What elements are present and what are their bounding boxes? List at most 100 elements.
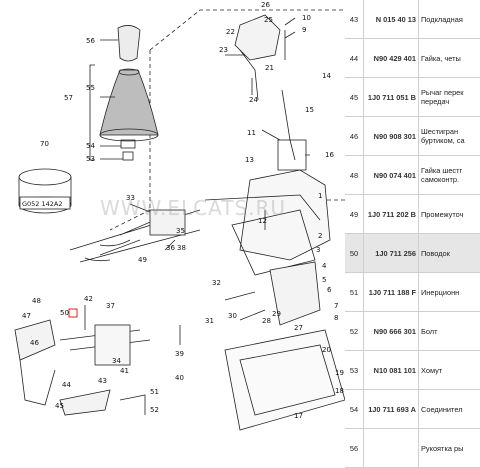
callout-47: 47 xyxy=(22,312,31,320)
callout-53: 53 xyxy=(86,155,95,163)
callout-14: 14 xyxy=(322,72,331,80)
part-number[interactable]: 1J0 711 051 B xyxy=(364,78,419,117)
callout-13: 13 xyxy=(245,156,254,164)
callout-56: 56 xyxy=(86,37,95,45)
callout-35: 35 xyxy=(176,227,185,235)
callout-44: 44 xyxy=(62,381,71,389)
part-description: Рукоятка ры xyxy=(419,429,480,468)
part-position: 52 xyxy=(345,312,364,351)
callout-27: 27 xyxy=(294,324,303,332)
callout-31: 31 xyxy=(205,317,214,325)
callout-24: 24 xyxy=(249,96,258,104)
callout-15: 15 xyxy=(305,106,314,114)
part-position: 49 xyxy=(345,195,364,234)
part-number[interactable]: N90 666 301 xyxy=(364,312,419,351)
part-number[interactable]: N 015 40 13 xyxy=(364,0,419,39)
part-description: Подкладная xyxy=(419,0,480,39)
part-position: 54 xyxy=(345,390,364,429)
code-box-label: G052 142A2 xyxy=(22,200,63,208)
callout-48: 48 xyxy=(32,297,41,305)
part-number[interactable]: 1J0 711 256 xyxy=(364,234,419,273)
callout-18: 18 xyxy=(335,387,344,395)
callout-17: 17 xyxy=(294,412,303,420)
callout-10: 10 xyxy=(302,14,311,22)
part-number[interactable]: N90 429 401 xyxy=(364,39,419,78)
callout-32: 32 xyxy=(212,279,221,287)
callout-11: 11 xyxy=(247,129,256,137)
part-position: 50 xyxy=(345,234,364,273)
watermark: WWW.ELCATS.RU xyxy=(100,196,286,220)
part-number[interactable]: 1J0 711 693 A xyxy=(364,390,419,429)
gear-knob xyxy=(118,25,140,61)
callout-42: 42 xyxy=(84,295,93,303)
callout-34: 34 xyxy=(112,357,121,365)
part-number[interactable]: N90 074 401 xyxy=(364,156,419,195)
shift-rod xyxy=(282,90,295,160)
callout-16: 16 xyxy=(325,151,334,159)
parts-row[interactable]: 56 Рукоятка ры xyxy=(345,429,480,468)
callout-38: 38 xyxy=(177,244,186,252)
callout-55: 55 xyxy=(86,84,95,92)
callout-5: 5 xyxy=(322,276,326,284)
callout-36: 36 xyxy=(166,244,175,252)
callout-46: 46 xyxy=(30,339,39,347)
callout-49: 49 xyxy=(138,256,147,264)
part-position: 43 xyxy=(345,0,364,39)
part-position: 46 xyxy=(345,117,364,156)
part-position: 48 xyxy=(345,156,364,195)
part-number[interactable]: N10 081 101 xyxy=(364,351,419,390)
part-position: 53 xyxy=(345,351,364,390)
part-number[interactable]: N90 908 301 xyxy=(364,117,419,156)
callout-20: 20 xyxy=(322,346,331,354)
part-position: 51 xyxy=(345,273,364,312)
exploded-parts-diagram: G052 142A2 56 57 55 54 53 70 26 25 10 9 … xyxy=(0,0,345,441)
callout-52: 52 xyxy=(150,406,159,414)
callout-40: 40 xyxy=(175,374,184,382)
part-description: Инерционн xyxy=(419,273,480,312)
callout-25: 25 xyxy=(264,16,273,24)
callout-9: 9 xyxy=(302,26,306,34)
callout-6: 6 xyxy=(327,286,332,294)
callout-70: 70 xyxy=(40,140,49,148)
callout-22: 22 xyxy=(226,28,235,36)
callout-39: 39 xyxy=(175,350,184,358)
part-description: Хомут xyxy=(419,351,480,390)
callout-19: 19 xyxy=(335,369,344,377)
part-number[interactable]: 1J0 711 202 B xyxy=(364,195,419,234)
callout-29: 29 xyxy=(272,310,281,318)
callout-23: 23 xyxy=(219,46,228,54)
callout-51: 51 xyxy=(150,388,159,396)
part-position: 45 xyxy=(345,78,364,117)
part-number[interactable]: 1J0 711 188 F xyxy=(364,273,419,312)
callout-37: 37 xyxy=(106,302,115,310)
callout-28: 28 xyxy=(262,317,271,325)
callout-43: 43 xyxy=(98,377,107,385)
callout-7: 7 xyxy=(334,302,338,310)
gear-boot xyxy=(100,70,158,135)
callout-57: 57 xyxy=(64,94,73,102)
callout-45: 45 xyxy=(55,402,64,410)
part-description: Соединител xyxy=(419,390,480,429)
callout-3: 3 xyxy=(316,246,320,254)
selector-upper xyxy=(235,15,280,60)
part-position: 56 xyxy=(345,429,364,468)
part-number[interactable] xyxy=(364,429,419,468)
callout-2: 2 xyxy=(318,232,322,240)
callout-50: 50 xyxy=(60,309,69,317)
callout-21: 21 xyxy=(265,64,274,72)
